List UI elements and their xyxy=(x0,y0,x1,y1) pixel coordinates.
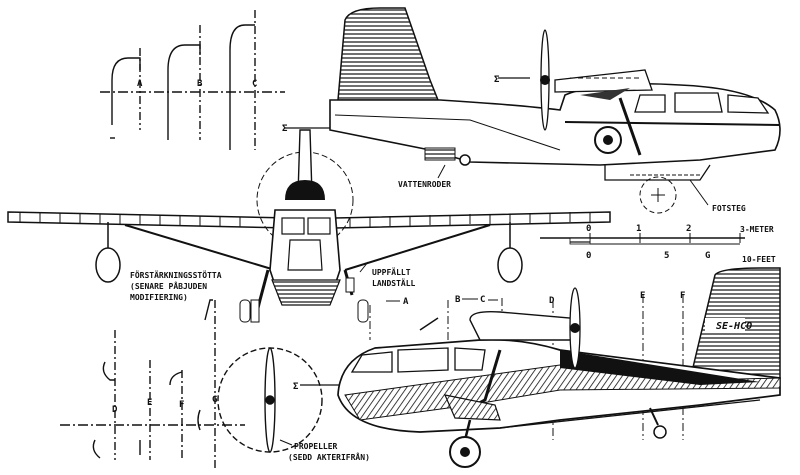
lower-side-view-aircraft xyxy=(300,267,781,468)
scale-feet-unit: 10-FEET xyxy=(742,255,776,264)
label-fotsteg: FOTSTEG xyxy=(712,204,746,213)
cross-sections-top xyxy=(100,10,285,150)
ref-letter-d: D xyxy=(549,296,555,306)
scale-meter-2: 2 xyxy=(686,224,691,234)
section-letter-b: B xyxy=(197,79,203,89)
scale-meter-0: 0 xyxy=(586,224,591,234)
label-uppfallt-1: UPPFÄLLT xyxy=(372,267,411,277)
ref-letter-b: B xyxy=(455,295,461,305)
section-letter-f: F xyxy=(179,400,184,410)
label-forstarkning-2: (SENARE PÅBJUDEN xyxy=(130,281,207,291)
ref-letter-c: C xyxy=(480,295,485,305)
label-propeller-2: (SEDD AKTERIFRÅN) xyxy=(288,452,370,462)
scale-bar xyxy=(540,233,745,245)
section-letter-c: C xyxy=(252,79,257,89)
side-view-aircraft xyxy=(285,7,781,214)
section-letter-g: G xyxy=(212,395,217,405)
scale-feet-g: G xyxy=(705,251,710,261)
section-letter-d: D xyxy=(112,405,118,415)
datum-mark-2: Σ xyxy=(494,75,500,85)
ref-letter-f: F xyxy=(680,291,685,301)
section-letter-a: A xyxy=(137,79,143,89)
label-vattenroder: VATTENRODER xyxy=(398,180,451,189)
ref-letter-e: E xyxy=(640,291,645,301)
scale-meter-unit: 3-METER xyxy=(740,225,774,234)
front-view-aircraft xyxy=(7,129,611,323)
datum-mark-3: Σ xyxy=(293,382,299,392)
section-letter-e: E xyxy=(147,398,152,408)
scale-meter-1: 1 xyxy=(636,224,641,234)
ref-letter-a: A xyxy=(403,297,409,307)
scale-feet-0: 0 xyxy=(586,251,591,261)
label-propeller-1: PROPELLER xyxy=(294,442,338,451)
cross-sections-bottom xyxy=(60,299,323,470)
label-forstarkning-1: FÖRSTÄRKNINGSSTÖTTA xyxy=(130,270,222,280)
label-forstarkning-3: MODIFIERING) xyxy=(130,293,188,302)
scale-feet-5: 5 xyxy=(664,251,669,261)
datum-mark-1: Σ xyxy=(282,124,288,134)
aircraft-registration: SE-HCO xyxy=(716,321,752,332)
label-uppfallt-2: LANDSTÄLL xyxy=(372,278,416,288)
